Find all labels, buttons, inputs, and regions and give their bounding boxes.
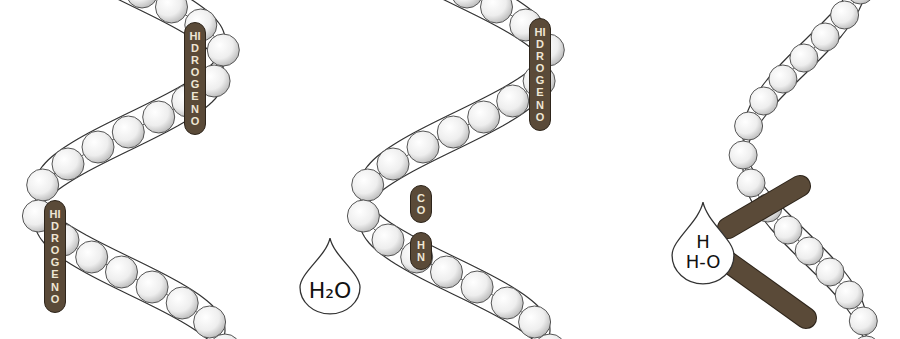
amino-acid-sphere: [795, 237, 823, 265]
ribbon-edge: [360, 0, 550, 339]
amino-acid-sphere: [534, 334, 566, 339]
amino-acid-sphere: [451, 0, 483, 8]
amino-acid-sphere: [166, 287, 198, 319]
helix-strand: [22, 0, 241, 339]
bond-label: HIDROGENO: [535, 26, 546, 123]
water-label: H-O: [686, 252, 721, 272]
amino-acid-sphere: [774, 216, 802, 244]
hydrogen-bond-rod: HIDROGENO: [184, 22, 206, 135]
bond-label: HIDROGENO: [190, 30, 201, 127]
amino-acid-sphere: [468, 101, 500, 133]
ribbon-edge: [360, 0, 550, 339]
drop-shape: [672, 202, 734, 284]
amino-acid-sphere: [106, 256, 138, 288]
amino-acid-sphere: [194, 306, 226, 338]
amino-acid-sphere: [27, 169, 59, 201]
amino-acid-sphere: [729, 141, 757, 169]
amino-acid-sphere: [126, 0, 158, 8]
broken-bond-rod: C O H N: [410, 185, 432, 270]
amino-acid-sphere: [52, 148, 84, 180]
bond-half: C O: [410, 185, 432, 223]
amino-acid-sphere: [377, 148, 409, 180]
amino-acid-sphere: [811, 23, 839, 51]
helix-strand: [347, 0, 566, 339]
amino-acid-sphere: [497, 85, 529, 117]
bond-rod: [728, 262, 806, 318]
amino-acid-sphere: [790, 44, 818, 72]
amino-acid-sphere: [849, 307, 877, 335]
drop-shape: [300, 238, 360, 314]
amino-acid-sphere: [136, 271, 168, 303]
amino-acid-sphere: [352, 169, 384, 201]
amino-acid-sphere: [431, 256, 463, 288]
helix-group: [22, 0, 881, 339]
bond-label: HIDROGENO: [50, 208, 61, 305]
amino-acid-sphere: [347, 200, 379, 232]
amino-acid-sphere: [737, 169, 765, 197]
bond-break: [410, 223, 432, 232]
water-label: H: [696, 232, 710, 252]
drop-outline: [298, 236, 362, 316]
hydrogen-bond-rod: HIDROGENO: [44, 200, 66, 313]
amino-acid-sphere: [481, 0, 513, 23]
amino-acid-sphere: [769, 65, 797, 93]
backbone: [360, 0, 550, 339]
amino-acid-sphere: [735, 112, 763, 140]
amino-acid-sphere: [853, 336, 881, 339]
backbone: [35, 0, 225, 339]
amino-acid-sphere: [207, 34, 239, 66]
bond-rod: [728, 262, 806, 318]
amino-acid-sphere: [835, 281, 863, 309]
amino-acid-sphere: [816, 258, 844, 286]
amino-acid-sphere: [156, 0, 188, 23]
amino-acid-sphere: [372, 224, 404, 256]
amino-acid-sphere: [112, 116, 144, 148]
amino-acid-sphere: [831, 1, 859, 29]
water-drop: H₂O: [298, 236, 362, 316]
amino-acid-sphere: [750, 87, 778, 115]
amino-acid-sphere: [143, 101, 175, 133]
water-drop: HH-O: [670, 200, 736, 286]
atom-label: C O: [416, 192, 427, 216]
hydrogen-bond-rod: HIDROGENO: [529, 18, 551, 131]
amino-acid-sphere: [82, 131, 114, 163]
amino-acid-sphere: [519, 306, 551, 338]
amino-acid-sphere: [407, 131, 439, 163]
bond-rod: [728, 186, 800, 228]
amino-acid-sphere: [491, 287, 523, 319]
ribbon-edge: [35, 0, 225, 339]
amino-acid-sphere: [437, 116, 469, 148]
bond-half: H N: [410, 232, 432, 270]
amino-acid-sphere: [76, 241, 108, 273]
atom-label: H N: [416, 239, 427, 263]
amino-acid-sphere: [209, 334, 241, 339]
amino-acid-sphere: [461, 271, 493, 303]
bond-rod: [728, 186, 800, 228]
water-label: H₂O: [309, 279, 352, 303]
ribbon-edge: [35, 0, 225, 339]
broken-bond-rods: [728, 186, 806, 318]
